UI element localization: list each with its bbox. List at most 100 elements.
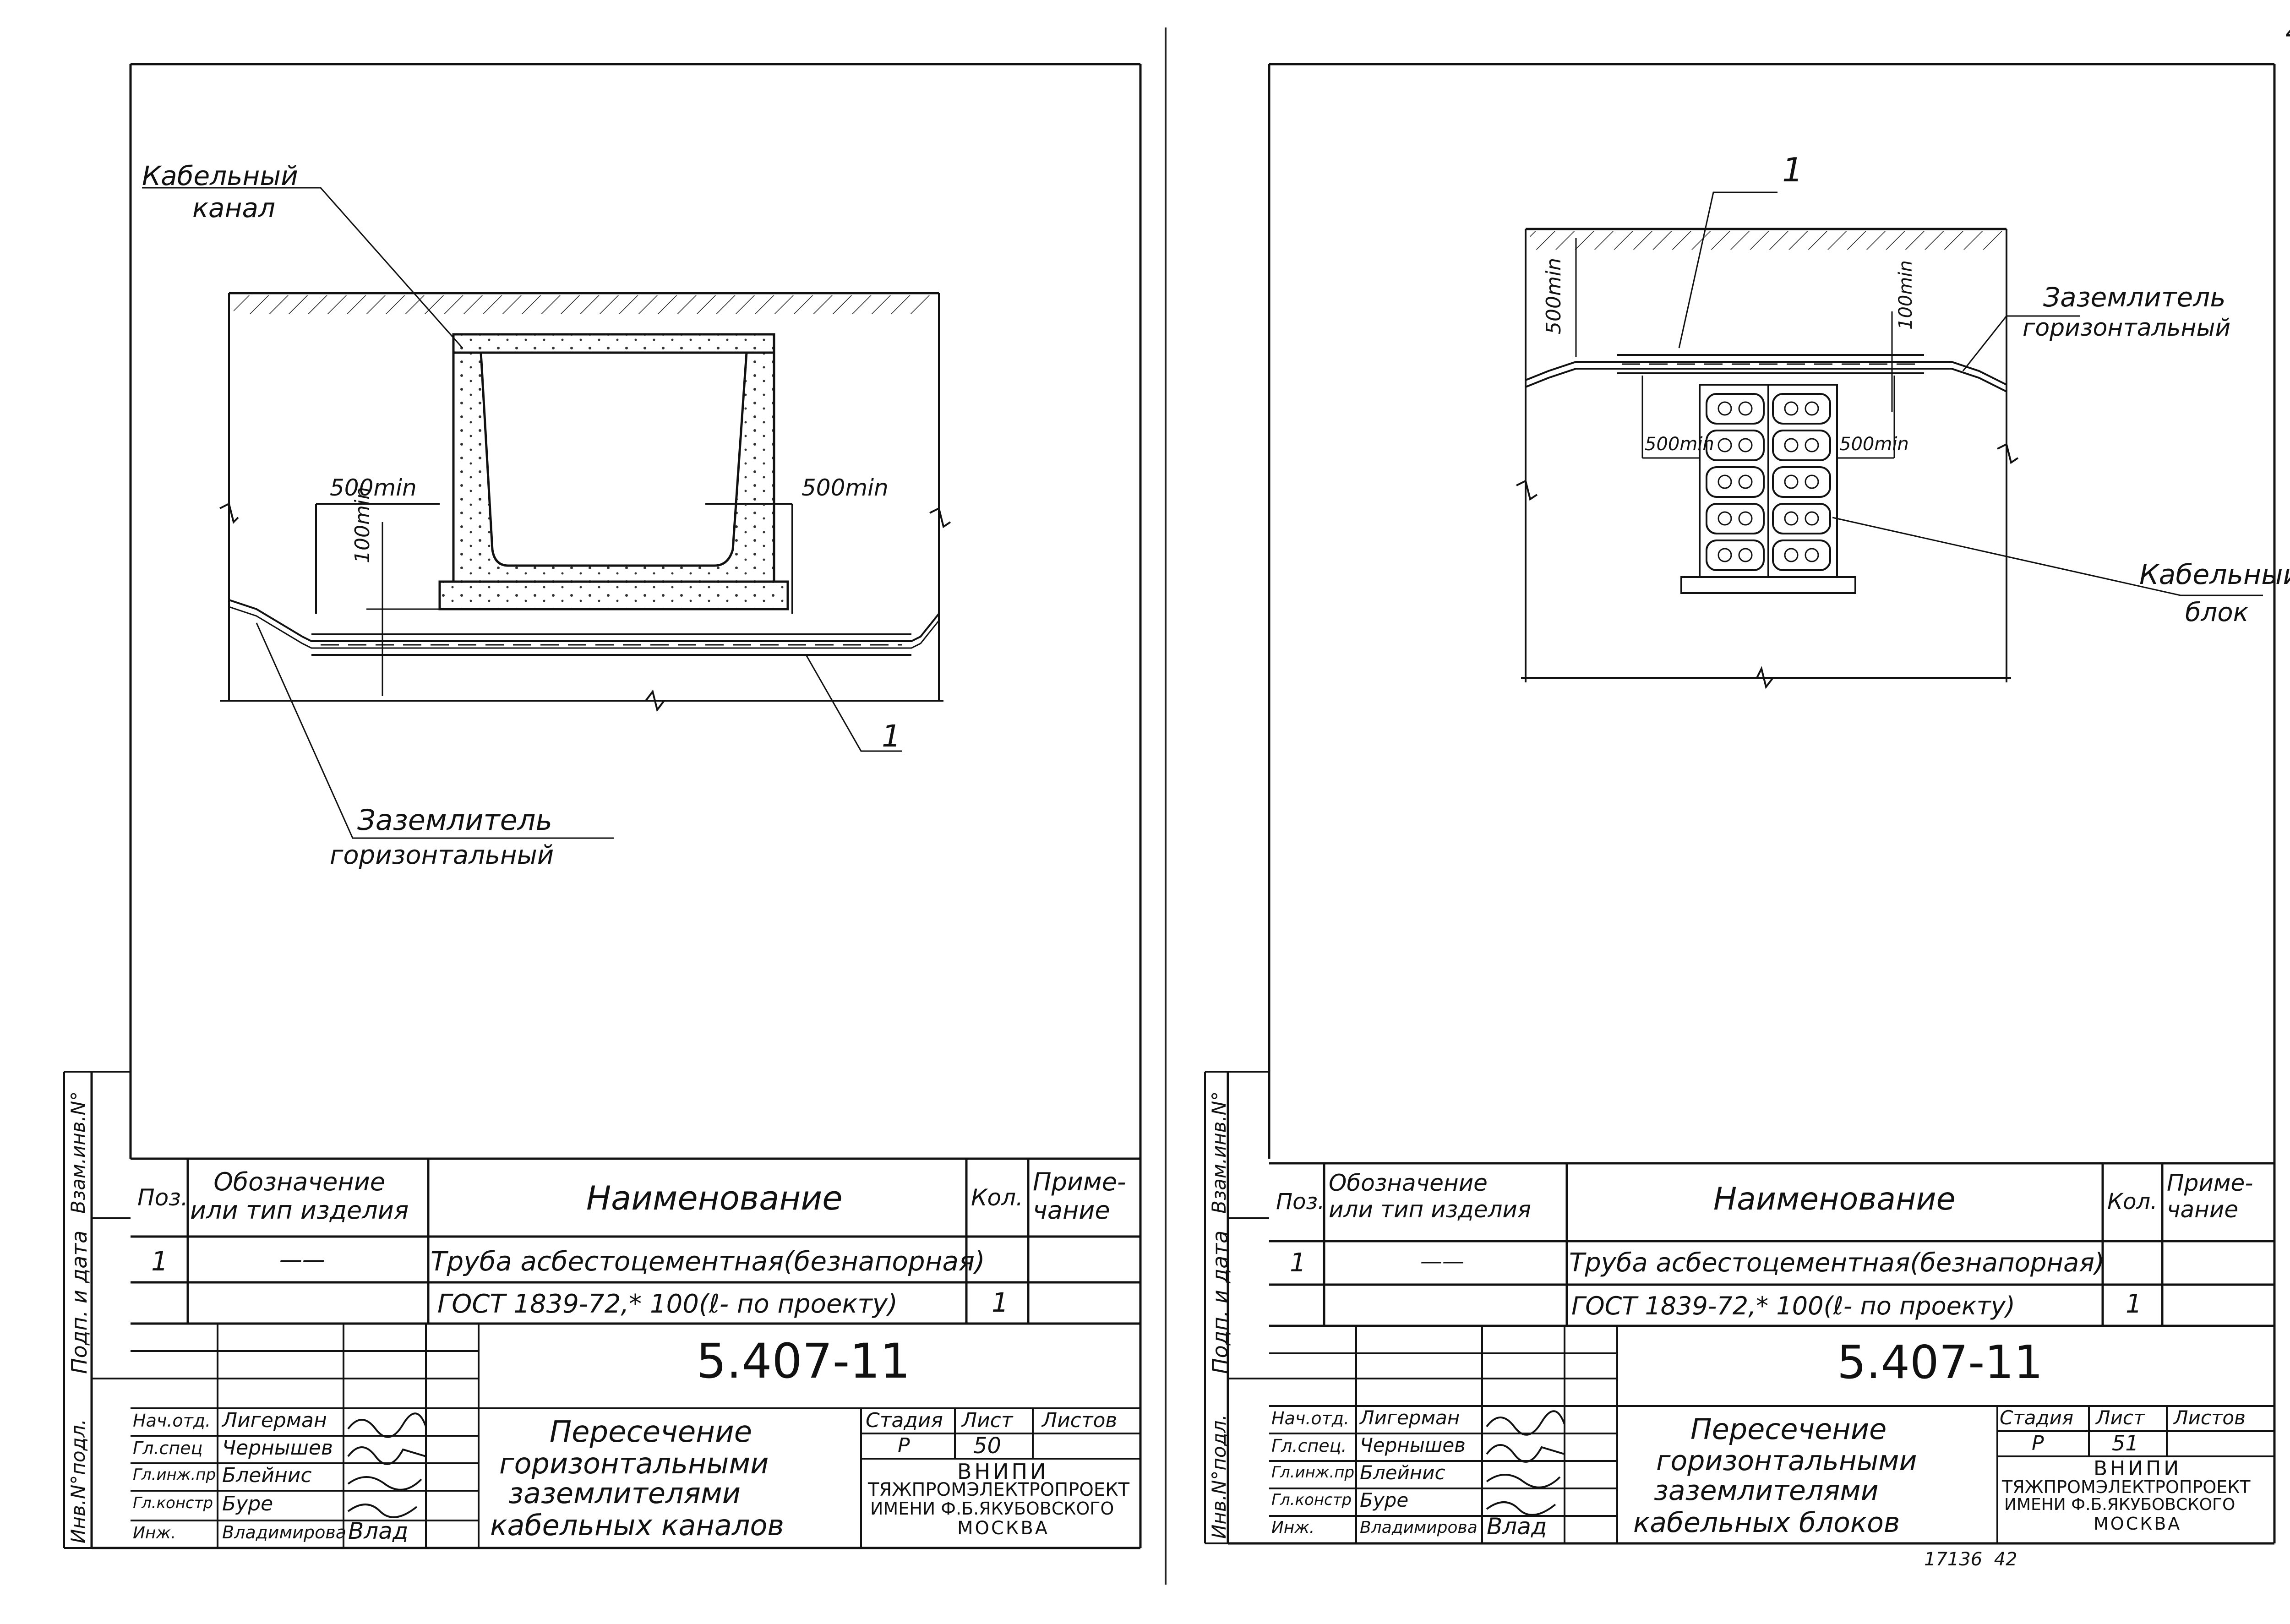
- trench-outline: [229, 599, 940, 642]
- ground-surface: [1526, 228, 2006, 250]
- spec-row1-pos: 1: [151, 1246, 168, 1277]
- role-4: Гл.констр: [133, 1494, 213, 1512]
- bottom-archive-note: 17136 42: [1924, 1549, 2017, 1570]
- side-stamp-original-inv: Инв.N°подл.: [67, 1419, 89, 1543]
- dim-vertical-100min: 100min: [1895, 260, 1916, 330]
- spec-header-designation: Обозначение или тип изделия: [1329, 1170, 1531, 1223]
- doc-number: 5.407-11: [696, 1333, 911, 1389]
- spec-header-designation: Обозначение или тип изделия: [190, 1167, 409, 1225]
- label-cable-block-line2: блок: [2185, 598, 2249, 627]
- page-corner-mark: 4: [2285, 18, 2290, 46]
- position-callout-1: 1: [1782, 151, 1803, 189]
- stage-header: Стадия: [866, 1409, 943, 1432]
- spec-row2-name: ГОСТ 1839-72,* 100(ℓ- по проекту): [1571, 1292, 2015, 1320]
- role-1: Нач.отд.: [133, 1411, 211, 1431]
- title-line2: горизонтальными: [499, 1447, 769, 1480]
- spec-table-grid: [131, 1157, 1140, 1325]
- org-line3: ИМЕНИ Ф.Б.ЯКУБОВСКОГО: [2004, 1495, 2235, 1514]
- role-2: Гл.спец.: [1271, 1436, 1347, 1456]
- org-line1: ВНИПИ: [957, 1459, 1049, 1484]
- signature-last: Влад: [1487, 1513, 1547, 1540]
- title-line2: горизонтальными: [1656, 1445, 1917, 1477]
- signature-last: Влад: [348, 1518, 409, 1544]
- cable-block: [1680, 384, 1856, 594]
- side-stamp-sign-date: Подп. и дата: [67, 1230, 92, 1374]
- org-line1: ВНИПИ: [2094, 1457, 2182, 1480]
- sheet-frame: [90, 63, 1142, 1549]
- label-grounding-line1: Заземлитель: [2043, 282, 2226, 313]
- role-3: Гл.инж.пр.: [1271, 1463, 1359, 1482]
- spec-row1-designation: ——: [279, 1246, 325, 1273]
- sheet-header: Лист: [2096, 1406, 2145, 1429]
- org-line3: ИМЕНИ Ф.Б.ЯКУБОВСКОГО: [870, 1499, 1114, 1519]
- name-2: Чернышев: [222, 1436, 333, 1460]
- side-stamp-replaced-inv: Взам.инв.N°: [67, 1091, 89, 1214]
- name-2: Чернышев: [1360, 1434, 1466, 1456]
- org-line2: ТЯЖПРОМЭЛЕКТРОПРОЕКТ: [868, 1479, 1130, 1500]
- role-5: Инж.: [133, 1524, 176, 1542]
- title-line3: заземлителями: [1654, 1475, 1879, 1507]
- stage-header: Стадия: [2000, 1406, 2074, 1429]
- ground-surface: [229, 292, 939, 314]
- spec-row1-designation: ——: [1420, 1248, 1464, 1274]
- label-grounding-line2: горизонтальный: [2023, 314, 2231, 342]
- role-5: Инж.: [1271, 1518, 1315, 1537]
- role-1: Нач.отд.: [1271, 1408, 1350, 1428]
- name-3: Блейнис: [1360, 1461, 1445, 1484]
- role-4: Гл.констр: [1271, 1491, 1352, 1509]
- name-3: Блейнис: [222, 1464, 312, 1487]
- label-cable-channel-line1: Кабельный: [142, 160, 298, 191]
- drawing-sheet-right: 1 500min 100min 500min 500min Заземлител…: [1164, 0, 2290, 1624]
- spec-header-name: Наименование: [586, 1179, 843, 1217]
- dim-right-500min: 500min: [802, 474, 889, 501]
- role-2: Гл.спец: [133, 1438, 203, 1458]
- spec-header-name: Наименование: [1713, 1181, 1956, 1217]
- side-stamp-sign-date: Подп. и дата: [1208, 1230, 1232, 1374]
- name-1: Лигерман: [1360, 1406, 1460, 1429]
- spec-header-pos: Поз.: [137, 1184, 188, 1211]
- role-3: Гл.инж.пр: [133, 1466, 216, 1484]
- side-stamp-original-inv: Инв.N°подл.: [1208, 1414, 1230, 1539]
- title-line1: Пересечение: [1690, 1412, 1887, 1446]
- name-4: Буре: [222, 1492, 273, 1515]
- name-5: Владимирова: [222, 1522, 347, 1542]
- spec-row2-qty: 1: [992, 1287, 1009, 1318]
- spec-row2-name: ГОСТ 1839-72,* 100(ℓ- по проекту): [437, 1289, 898, 1319]
- label-cable-channel-line2: канал: [192, 192, 276, 223]
- stage-value: Р: [898, 1434, 910, 1457]
- dim-depth-500min: 500min: [1542, 258, 1565, 334]
- sheet-header: Лист: [962, 1409, 1013, 1432]
- drawing-sheet-left: Кабельный канал 500min 500min 100min 1 З…: [63, 63, 1142, 1549]
- label-grounding-line1: Заземлитель: [357, 803, 552, 837]
- sheets-header: Листов: [2174, 1406, 2246, 1429]
- name-4: Буре: [1360, 1489, 1409, 1511]
- spec-header-note: Приме- чание: [1033, 1167, 1126, 1225]
- label-grounding-line2: горизонтальный: [330, 840, 554, 870]
- spec-row1-pos: 1: [1290, 1248, 1306, 1278]
- sheet-right-graphics: [1204, 63, 2276, 1545]
- spec-header-qty: Кол.: [2107, 1189, 2158, 1215]
- dim-right-500min: 500min: [1839, 434, 1909, 455]
- stage-value: Р: [2032, 1432, 2044, 1455]
- dim-left-500min: 500min: [330, 474, 417, 501]
- spec-row1-name: Труба асбестоцементная(безнапорная): [1569, 1248, 2105, 1278]
- spec-header-pos: Поз.: [1276, 1189, 1325, 1215]
- sheet-left-graphics: [63, 63, 1142, 1549]
- sheet-value: 51: [2112, 1431, 2139, 1455]
- position-callout-1: 1: [882, 719, 901, 754]
- spec-row1-name: Труба асбестоцементная(безнапорная): [431, 1246, 985, 1277]
- spec-header-qty: Кол.: [971, 1184, 1023, 1211]
- dim-left-500min: 500min: [1645, 434, 1714, 455]
- title-line4: кабельных блоков: [1633, 1507, 1900, 1539]
- sheet-value: 50: [973, 1433, 1002, 1459]
- org-line4: МОСКВА: [957, 1518, 1050, 1539]
- dim-vertical-100min: 100min: [351, 487, 374, 563]
- cable-channel: [438, 333, 789, 610]
- title-line4: кабельных каналов: [490, 1509, 784, 1542]
- side-stamp-replaced-inv: Взам.инв.N°: [1208, 1091, 1230, 1214]
- doc-number: 5.407-11: [1837, 1335, 2043, 1389]
- grounding-pipe: [311, 633, 911, 656]
- org-line2: ТЯЖПРОМЭЛЕКТРОПРОЕКТ: [2002, 1477, 2251, 1497]
- title-line1: Пересечение: [550, 1415, 752, 1449]
